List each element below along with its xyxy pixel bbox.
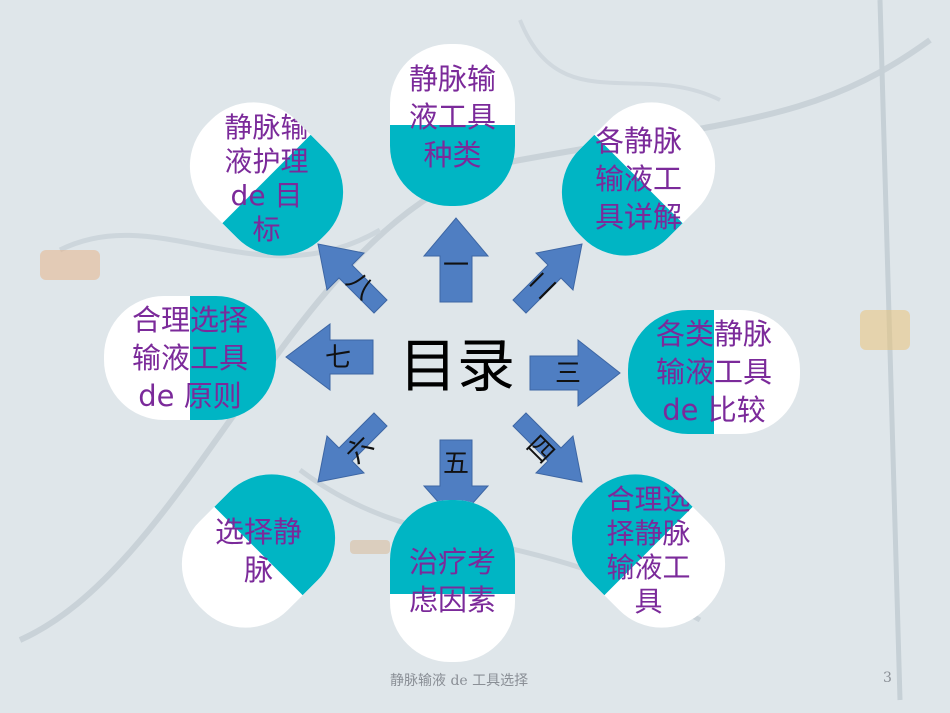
menu-item-4-line-4: 具: [634, 585, 663, 618]
arrow-up-right: [512, 243, 583, 314]
arrow-up: [422, 217, 490, 303]
arrow-down-right: [512, 412, 583, 483]
menu-item-7-line-2: 输液工具: [131, 341, 248, 375]
arrow-label-3: 三: [554, 359, 581, 389]
page-number: 3: [883, 670, 892, 686]
arrow-label-1: 一: [442, 251, 469, 281]
arrow-label-7: 七: [324, 343, 351, 373]
menu-item-7-line-1: 合理选择: [131, 303, 248, 337]
menu-item-4-line-2: 择静脉: [606, 517, 691, 550]
menu-item-7-selection-principles[interactable]: 合理选择 输液工具 de 原则: [104, 296, 276, 420]
menu-item-3-tool-comparison[interactable]: 各类静脉 输液工具 de 比较: [628, 310, 800, 434]
menu-item-8-line-3: de 目: [230, 179, 303, 212]
menu-item-5-line-2: 虑因素: [408, 583, 496, 617]
center-title: 目录: [398, 332, 515, 400]
arrow-right: [529, 338, 621, 408]
arrow-down-left: [317, 412, 388, 483]
footer-title: 静脉输液 de 工具选择: [390, 673, 529, 689]
footer: 静脉输液 de 工具选择 3: [0, 668, 950, 692]
menu-item-5-line-1: 治疗考: [408, 545, 496, 579]
menu-item-2-line-1: 各静脉: [594, 124, 682, 158]
menu-item-1-line-2: 液工具: [408, 100, 496, 134]
menu-item-1-tool-types[interactable]: 静脉输 液工具 种类: [390, 44, 515, 206]
menu-item-2-line-3: 具详解: [594, 200, 682, 234]
menu-item-4-line-3: 输液工: [606, 551, 691, 584]
menu-item-8-line-2: 液护理: [224, 145, 309, 178]
menu-item-2-line-2: 输液工: [594, 162, 682, 196]
menu-item-1-line-1: 静脉输: [408, 62, 496, 96]
menu-item-3-line-2: 输液工具: [655, 355, 772, 389]
menu-item-6-line-2: 脉: [243, 553, 273, 587]
menu-item-3-line-1: 各类静脉: [655, 317, 772, 351]
menu-item-1-line-3: 种类: [423, 138, 482, 172]
menu-item-8-line-4: 标: [252, 213, 281, 246]
menu-item-7-line-3: de 原则: [138, 379, 242, 413]
menu-item-6-line-1: 选择静: [214, 515, 302, 549]
arrow-up-left: [317, 243, 388, 314]
menu-item-3-line-3: de 比较: [662, 393, 766, 427]
arrow-label-5: 五: [442, 449, 469, 479]
arrow-left: [285, 323, 374, 391]
menu-item-5-treatment-factors[interactable]: 治疗考 虑因素: [390, 500, 515, 662]
